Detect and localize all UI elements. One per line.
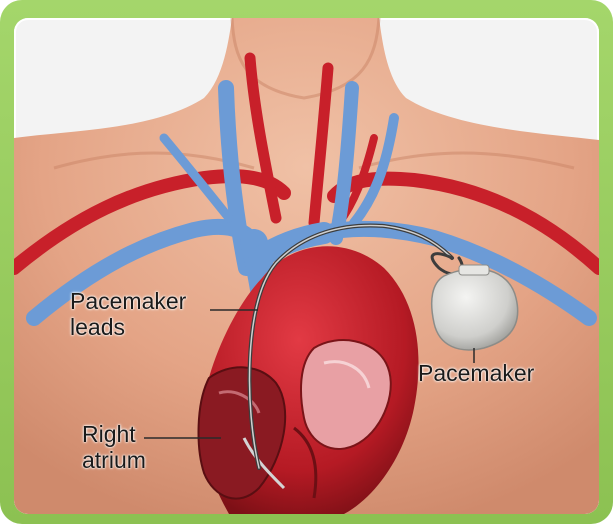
right-atrium-label-line2: atrium (82, 447, 146, 473)
pacemaker-leads-label: Pacemaker leads (70, 288, 186, 340)
right-atrium-label-line1: Right (82, 421, 146, 447)
pacemaker-leads-label-line2: leads (70, 314, 186, 340)
diagram-canvas: Pacemaker leads Right atrium Pacemaker (14, 18, 599, 514)
pacemaker-device-icon (432, 265, 518, 350)
right-atrium-label: Right atrium (82, 421, 146, 473)
pacemaker-leads-label-line1: Pacemaker (70, 288, 186, 314)
pacemaker-label: Pacemaker (418, 360, 534, 386)
